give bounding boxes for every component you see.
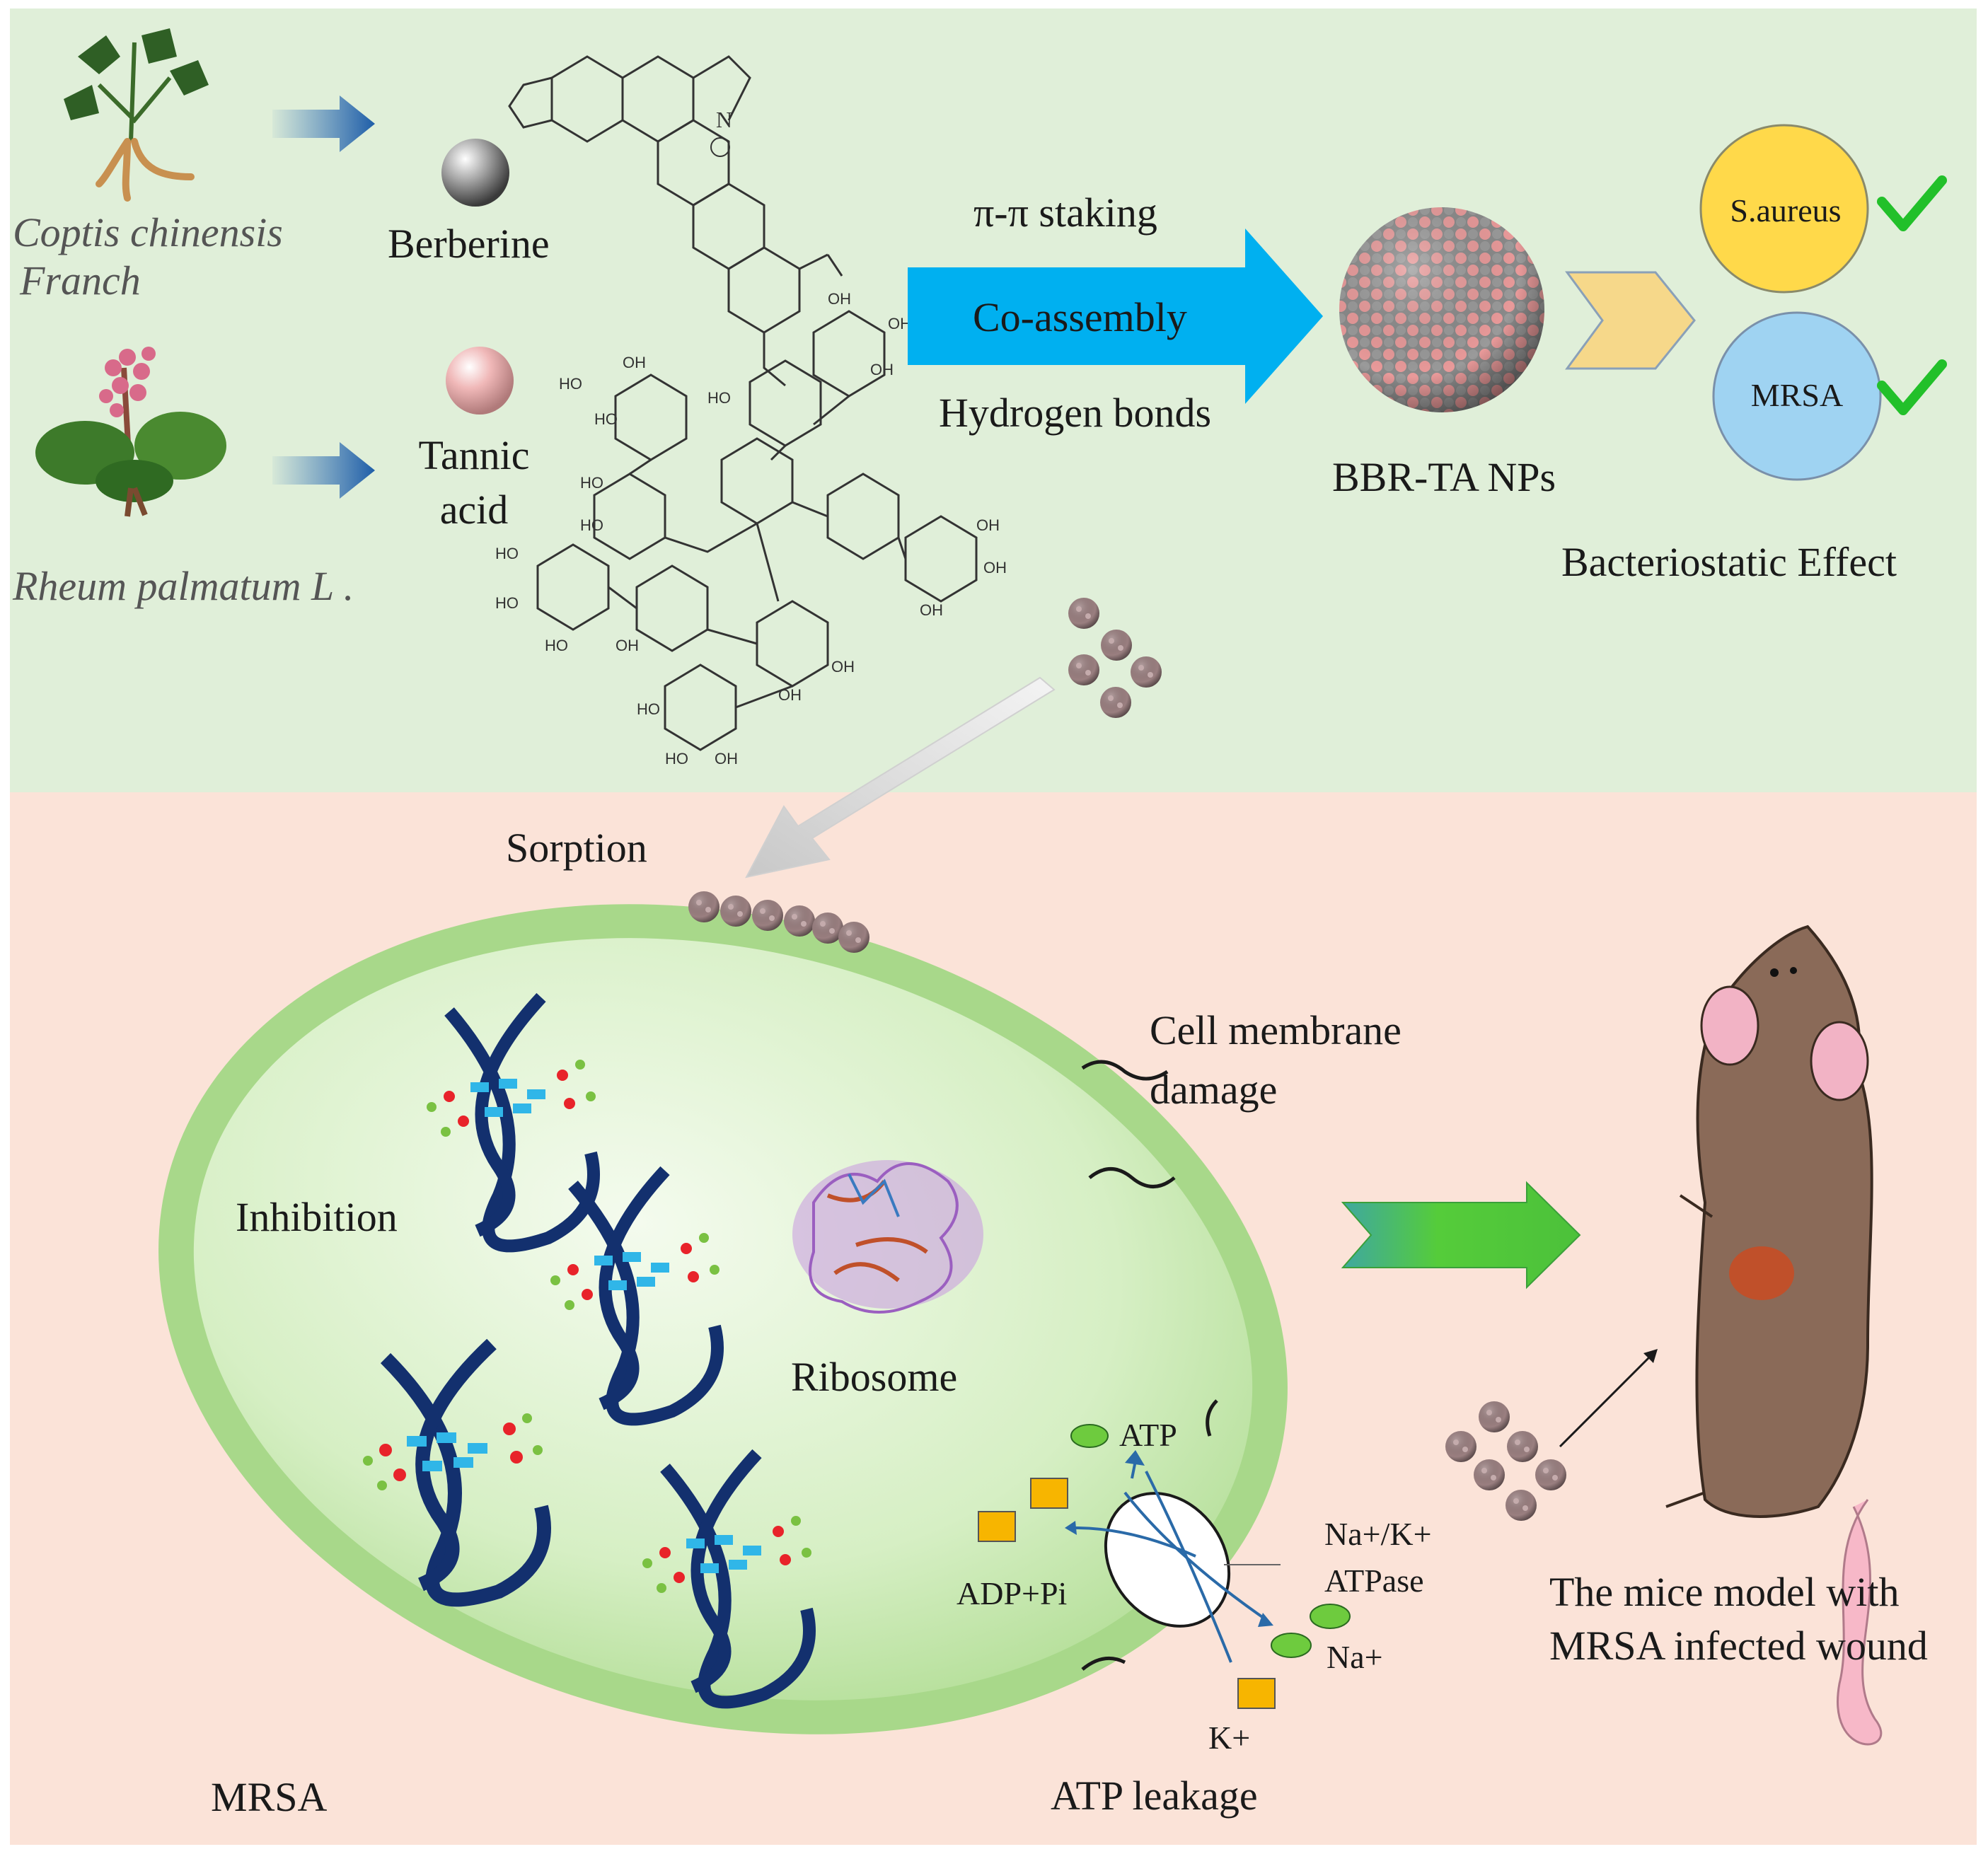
svg-text:OH: OH: [920, 601, 943, 619]
coptis-arrow: [272, 95, 375, 152]
plant1-label: Coptis chinensis: [13, 209, 283, 255]
treatment-arrow: [1341, 1181, 1581, 1290]
plant1-label-line2: Franch: [20, 257, 141, 303]
svg-text:OH: OH: [616, 637, 639, 654]
svg-text:OH: OH: [623, 354, 646, 371]
svg-text:HO: HO: [665, 750, 688, 767]
membrane-damage-label-line2: damage: [1150, 1067, 1278, 1113]
tannic-oh-labels: OH OH OH HO OH HO HO HO HO HO HO OH OH OH OH OH OH H…: [495, 290, 1007, 767]
berberine-label: Berberine: [388, 221, 550, 267]
rheum-arrow: [272, 442, 375, 499]
k-ion-label: K+: [1208, 1720, 1251, 1756]
svg-text:HO: HO: [580, 516, 603, 534]
berberine-sphere: [441, 139, 509, 207]
plant2-label: Rheum palmatum L .: [13, 563, 354, 609]
saureus-label: S.aureus: [1730, 192, 1842, 228]
svg-text:HO: HO: [495, 545, 519, 562]
dna-icon: [363, 1338, 551, 1607]
ion-markers: [978, 1424, 1351, 1709]
dna-icon: [550, 1166, 724, 1426]
svg-text:OH: OH: [828, 290, 851, 308]
svg-text:HO: HO: [707, 389, 731, 407]
dna-icon: [427, 992, 600, 1253]
mice-model-label-line2: MRSA infected wound: [1549, 1623, 1928, 1669]
svg-text:OH: OH: [983, 559, 1007, 577]
svg-text:HO: HO: [545, 637, 568, 654]
na-ion-label: Na+: [1327, 1639, 1383, 1675]
mrsa-check-icon: [1877, 359, 1947, 415]
application-arrow: [1559, 1353, 1653, 1448]
bbr-ta-nanoparticle-icon: [1339, 207, 1544, 412]
nanoparticle-label: BBR-TA NPs: [1332, 454, 1556, 500]
svg-text:HO: HO: [637, 700, 660, 718]
membrane-damage-marks: [1081, 1060, 1218, 1671]
nanoparticle-cluster-top: [1068, 598, 1162, 718]
svg-text:OH: OH: [831, 658, 855, 676]
coptis-plant-icon: [64, 28, 209, 202]
mrsa-circle: [1712, 311, 1882, 481]
tannic-acid-sphere: [446, 347, 514, 415]
tannic-acid-structure: [536, 310, 978, 751]
svg-text:HO: HO: [580, 474, 603, 492]
effect-chevron: [1565, 271, 1696, 370]
svg-text:HO: HO: [559, 375, 582, 393]
atpase-label-line2: ATPase: [1324, 1563, 1424, 1599]
svg-text:OH: OH: [778, 686, 802, 704]
atpase-pump-icon: [1065, 1450, 1281, 1663]
tannic-acid-label-line2: acid: [439, 487, 509, 533]
atpase-label-line1: Na+/K+: [1324, 1516, 1432, 1552]
mice-model-label-line1: The mice model with: [1549, 1569, 1900, 1615]
mrsa-cell-label: MRSA: [211, 1774, 328, 1820]
synthesis-panel: [10, 8, 1977, 792]
ribosome-label: Ribosome: [791, 1354, 958, 1400]
svg-text:OH: OH: [715, 750, 738, 767]
svg-text:HO: HO: [495, 594, 519, 612]
inhibition-label: Inhibition: [236, 1194, 398, 1240]
berberine-structure: [508, 55, 843, 387]
svg-text:OH: OH: [976, 516, 1000, 534]
saureus-circle: [1699, 124, 1869, 294]
dna-icon: [642, 1449, 816, 1709]
nanoparticle-cluster-bottom: [1445, 1401, 1566, 1521]
membrane-damage-label-line1: Cell membrane: [1150, 1007, 1402, 1053]
atp-leakage-label: ATP leakage: [1051, 1773, 1258, 1819]
rheum-plant-icon: [35, 347, 226, 517]
bacteriostatic-effect-label: Bacteriostatic Effect: [1561, 539, 1897, 585]
tannic-acid-label-line1: Tannic: [418, 432, 530, 478]
hydrogen-bonds-label: Hydrogen bonds: [939, 390, 1212, 436]
adp-pi-label: ADP+Pi: [957, 1575, 1068, 1611]
pi-stacking-label: π-π staking: [973, 190, 1157, 236]
sorption-arrow: [745, 676, 1056, 879]
saureus-check-icon: [1877, 175, 1947, 231]
svg-text:OH: OH: [870, 361, 894, 378]
co-assembly-label: Co-assembly: [973, 294, 1187, 340]
atp-label: ATP: [1119, 1417, 1177, 1453]
mouse-icon: [1665, 925, 1883, 1746]
svg-text:N: N: [716, 107, 732, 132]
ribosome-icon: [792, 1160, 983, 1314]
sorption-label: Sorption: [506, 825, 647, 871]
svg-text:OH: OH: [888, 315, 911, 332]
mrsa-effect-label: MRSA: [1750, 377, 1844, 413]
co-assembly-arrow: [908, 228, 1323, 404]
svg-text:HO: HO: [594, 410, 618, 428]
